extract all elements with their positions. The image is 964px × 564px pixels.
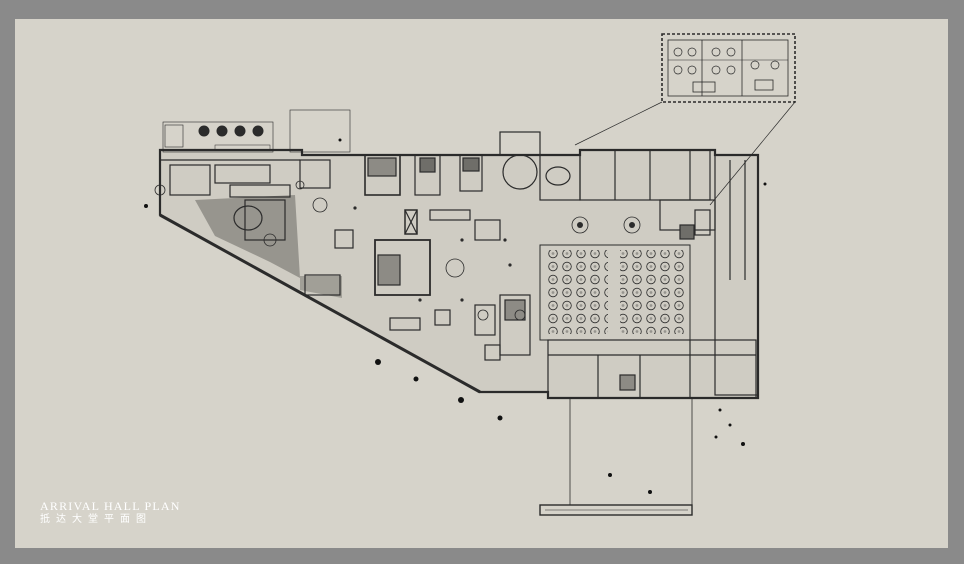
- plan-title-english: ARRIVAL HALL PLAN: [40, 499, 181, 513]
- building-outline: [158, 148, 760, 400]
- lobby-details: [154, 180, 526, 321]
- entry-canopy: [289, 109, 351, 153]
- drop-off-area: [539, 398, 693, 516]
- columns: [353, 206, 512, 302]
- banquet-hall: [539, 216, 691, 341]
- plan-caption: ARRIVAL HALL PLAN 抵达大堂平面图: [40, 500, 181, 527]
- shaded-lounge-zone: [195, 195, 300, 278]
- terrace-furniture: [162, 121, 274, 153]
- detail-inset: [574, 33, 796, 206]
- plan-title-chinese: 抵达大堂平面图: [40, 514, 152, 525]
- shaded-corridor: [300, 276, 342, 298]
- exterior-bollards: [144, 138, 767, 494]
